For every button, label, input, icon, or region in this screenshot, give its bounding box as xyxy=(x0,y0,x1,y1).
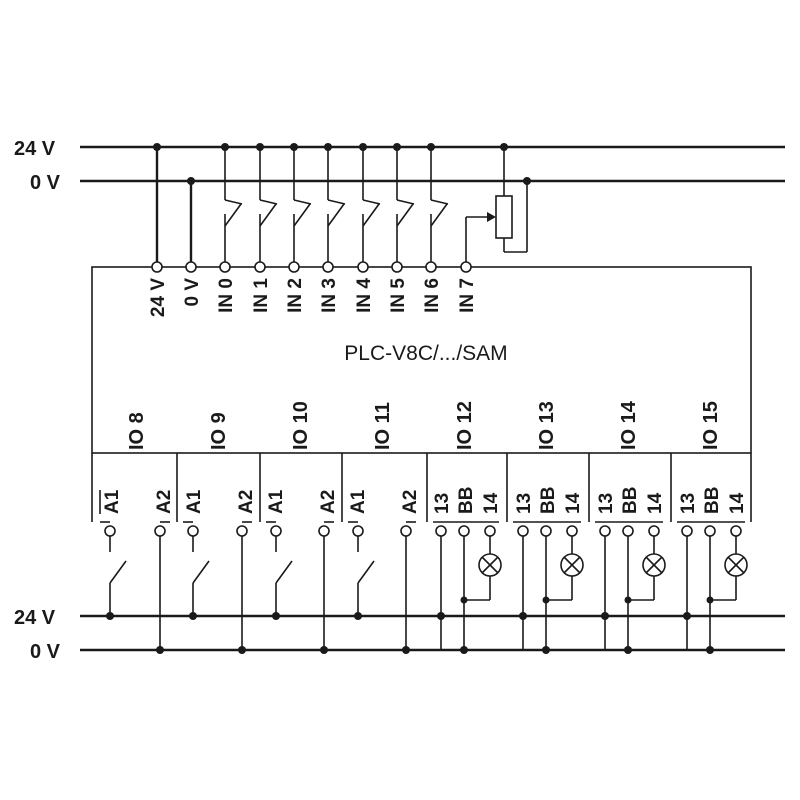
module-name: PLC-V8C/.../SAM xyxy=(344,342,507,365)
plc-module xyxy=(91,266,752,454)
terminal-label: IN 2 xyxy=(285,278,306,313)
io-label: IO 10 xyxy=(290,401,312,450)
svg-text:A1: A1 xyxy=(184,489,205,514)
io-label: IO 11 xyxy=(372,402,394,450)
svg-text:13: 13 xyxy=(678,493,699,514)
terminal-label: IN 4 xyxy=(354,278,375,313)
terminal-label: IN 5 xyxy=(388,278,409,313)
switch-blades xyxy=(224,203,448,227)
svg-text:A1: A1 xyxy=(266,489,287,514)
bottom-terminals[interactable] xyxy=(104,525,742,537)
junction-dot xyxy=(153,143,161,151)
svg-text:13: 13 xyxy=(596,493,617,514)
svg-text:BB: BB xyxy=(620,487,641,514)
terminal-0v[interactable] xyxy=(185,261,197,273)
svg-text:A1: A1 xyxy=(102,489,123,514)
terminal-in5[interactable] xyxy=(391,261,403,273)
svg-text:14: 14 xyxy=(645,492,666,514)
svg-text:BB: BB xyxy=(538,487,559,514)
svg-text:13: 13 xyxy=(432,493,453,514)
io-label: IO 8 xyxy=(126,412,148,450)
lamp-icon xyxy=(478,553,502,577)
svg-text:A2: A2 xyxy=(236,490,257,514)
io-channel-labels: IO 8 IO 9 IO 10 IO 11 IO 12 IO 13 IO 14 … xyxy=(126,400,722,450)
svg-text:14: 14 xyxy=(563,492,584,514)
io-label: IO 14 xyxy=(618,400,640,450)
lamp-icon xyxy=(642,553,666,577)
coil-labels: A1 A2 A1 A2 A1 A2 A1 A2 xyxy=(99,489,421,514)
top-rail-24v-label: 24 V xyxy=(14,138,56,160)
terminal-label: IN 3 xyxy=(319,278,340,313)
top-terminal-labels: 24 V 0 V IN 0 IN 1 IN 2 IN 3 IN 4 IN 5 I… xyxy=(148,278,478,318)
bottom-rail-24v-label: 24 V xyxy=(14,607,56,629)
terminal-24v[interactable] xyxy=(151,261,163,273)
terminal-label: IN 7 xyxy=(457,278,478,313)
channel-separators xyxy=(91,453,752,522)
terminal-label: IN 0 xyxy=(216,278,237,313)
terminal-in4[interactable] xyxy=(357,261,369,273)
coil-switch-circuits xyxy=(109,536,407,650)
io-label: IO 9 xyxy=(208,412,230,450)
terminal-in3[interactable] xyxy=(322,261,334,273)
terminal-label: 0 V xyxy=(182,278,203,307)
terminal-in7[interactable] xyxy=(460,261,472,273)
svg-text:BB: BB xyxy=(456,487,477,514)
terminal-label: IN 1 xyxy=(251,278,272,313)
terminal-in2[interactable] xyxy=(288,261,300,273)
terminal-in0[interactable] xyxy=(219,261,231,273)
io-label: IO 13 xyxy=(536,401,558,450)
terminal-in6[interactable] xyxy=(425,261,437,273)
svg-text:A1: A1 xyxy=(348,489,369,514)
svg-text:BB: BB xyxy=(702,487,723,514)
lamp-icon xyxy=(560,553,584,577)
svg-text:A2: A2 xyxy=(154,490,175,514)
junction-dot xyxy=(187,177,195,185)
bottom-junctions xyxy=(106,596,714,654)
input-switches xyxy=(221,143,449,262)
terminal-label: IN 6 xyxy=(422,278,443,313)
top-terminal-row xyxy=(151,261,472,273)
output-labels: 13 BB 14 13 BB 14 13 BB 14 13 BB 14 xyxy=(432,487,748,514)
svg-text:13: 13 xyxy=(514,493,535,514)
terminal-label: 24 V xyxy=(148,278,169,317)
lamp-icon xyxy=(724,553,748,577)
svg-text:14: 14 xyxy=(481,492,502,514)
io-label: IO 12 xyxy=(454,401,476,450)
bottom-rail-0v-label: 0 V xyxy=(30,641,61,663)
terminal-in1[interactable] xyxy=(254,261,266,273)
svg-text:14: 14 xyxy=(727,492,748,514)
lamp-circuits xyxy=(440,536,737,650)
svg-text:A2: A2 xyxy=(318,490,339,514)
io-label: IO 15 xyxy=(700,401,722,450)
svg-text:A2: A2 xyxy=(400,490,421,514)
top-rail-0v-label: 0 V xyxy=(30,172,61,194)
potentiometer xyxy=(465,143,531,262)
